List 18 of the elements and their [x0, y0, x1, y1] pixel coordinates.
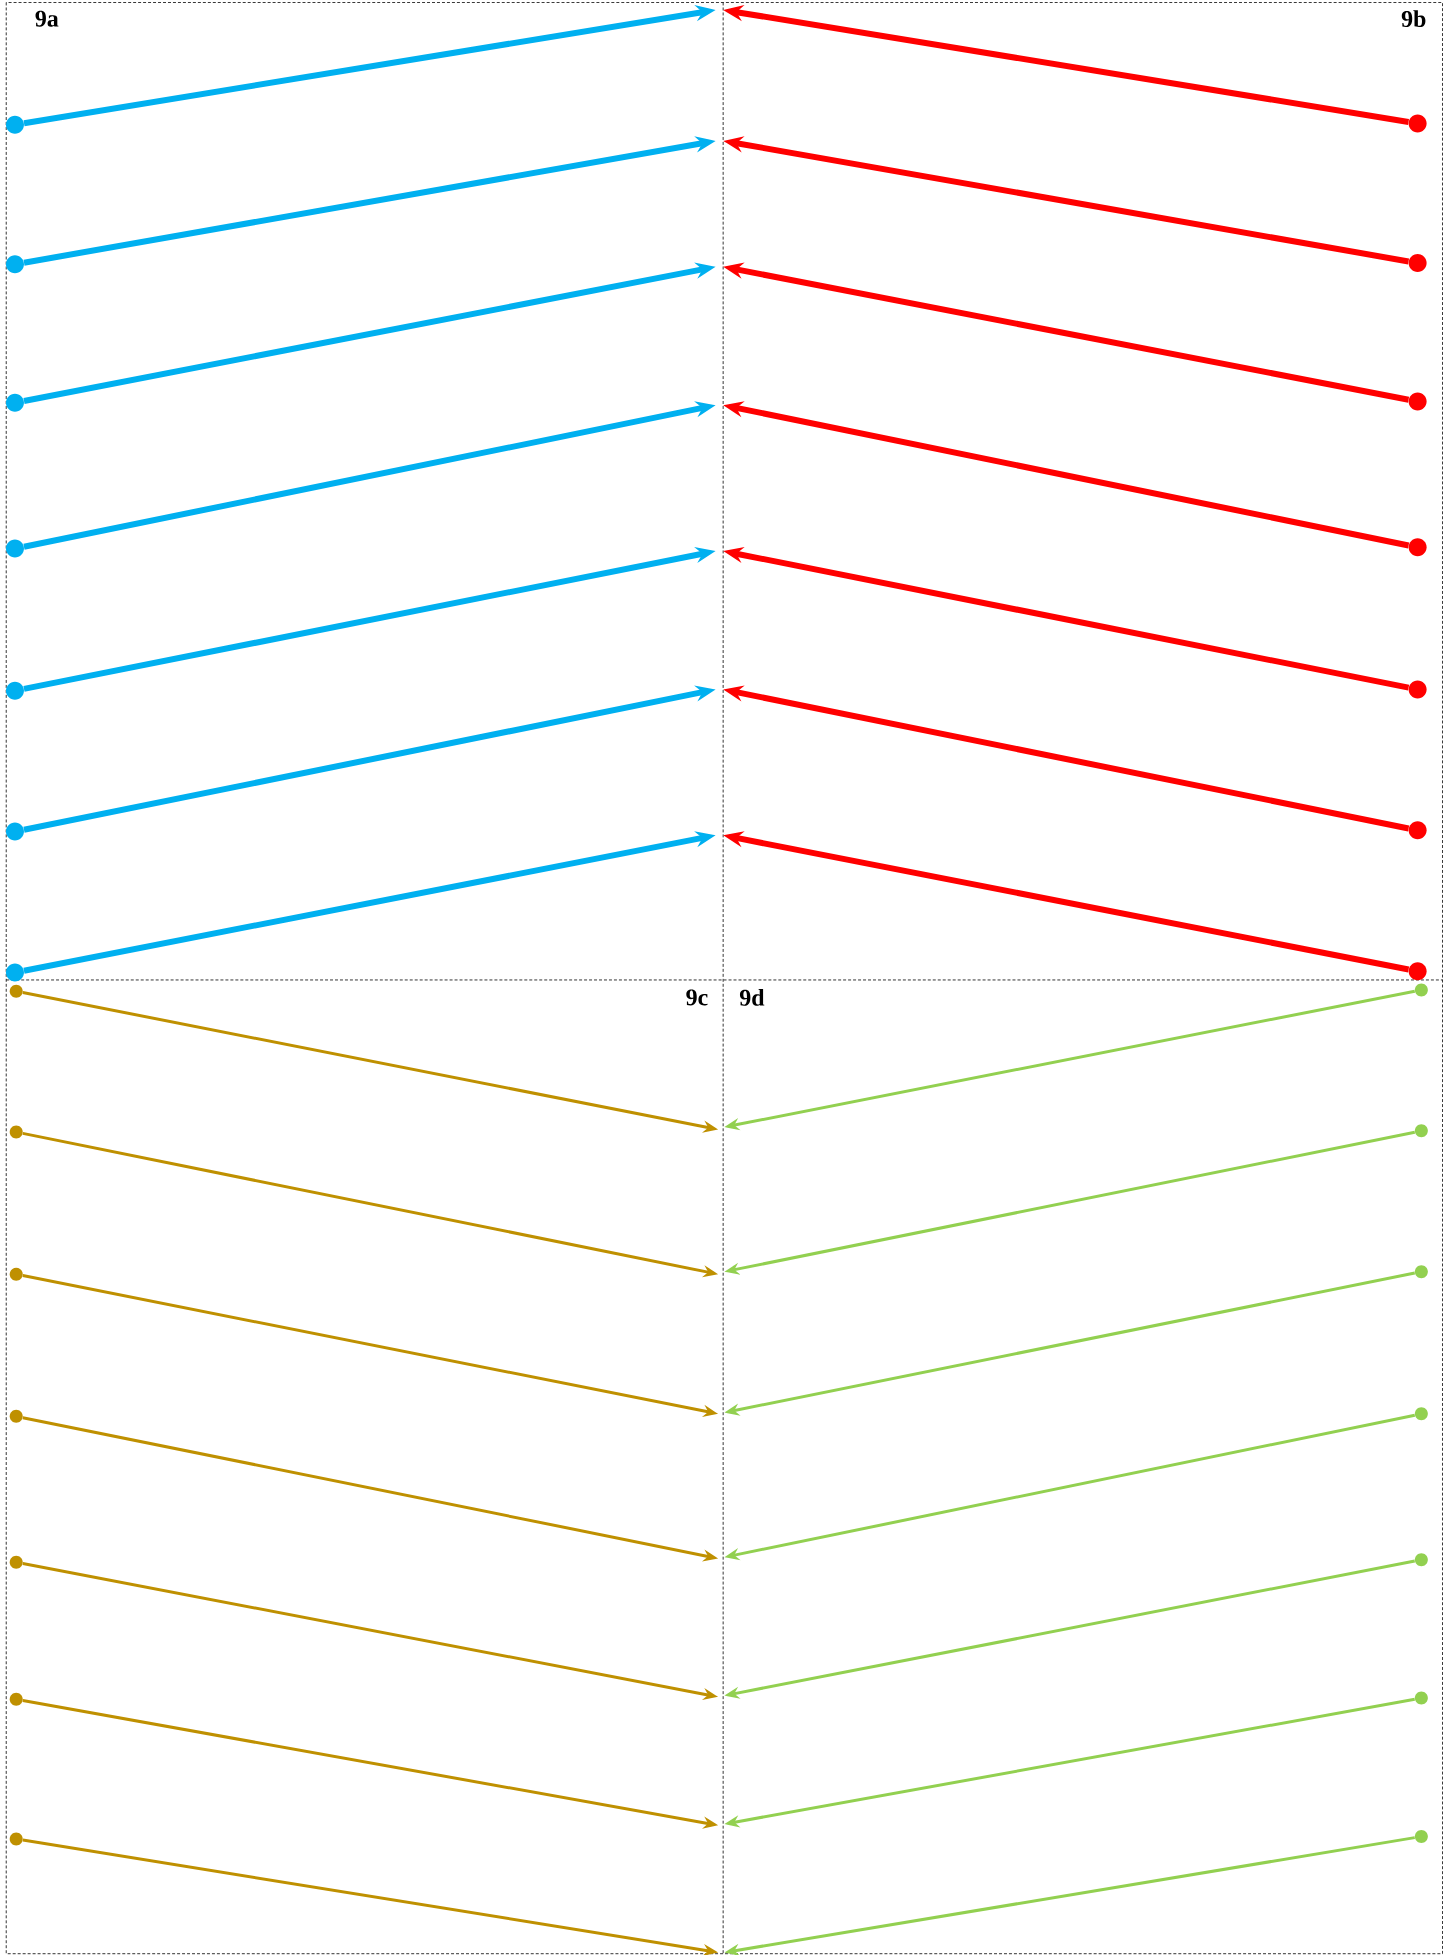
dot	[5, 115, 24, 134]
dot	[1408, 680, 1427, 699]
dot	[1408, 962, 1427, 981]
panel-label: 9d	[739, 989, 765, 1006]
dot	[1408, 392, 1427, 411]
dot	[5, 255, 24, 274]
panel-label: 9c	[686, 989, 708, 1006]
dot	[5, 539, 24, 558]
dot	[1408, 254, 1427, 273]
dot	[5, 393, 24, 412]
dot	[1408, 114, 1427, 133]
dot	[1408, 821, 1427, 840]
dot	[5, 681, 24, 700]
dot	[5, 822, 24, 841]
panel-label: 9a	[35, 10, 59, 27]
dot	[5, 963, 24, 982]
panel-label: 9b	[1401, 10, 1426, 28]
dot	[1408, 538, 1427, 557]
